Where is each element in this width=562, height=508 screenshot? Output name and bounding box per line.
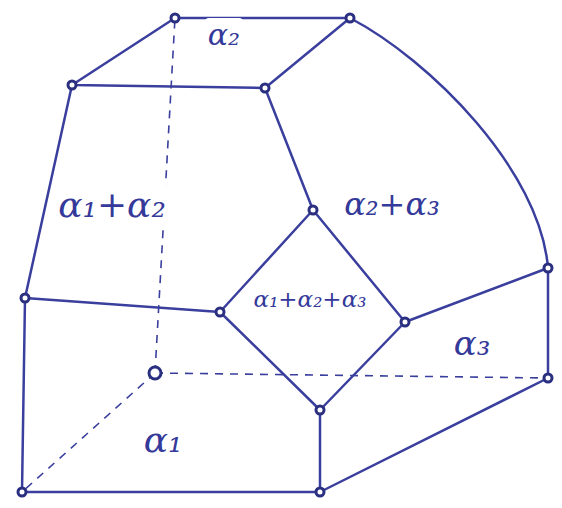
vertex [346, 14, 354, 22]
edge [265, 88, 313, 210]
vertex [544, 264, 552, 272]
hidden-edges [22, 18, 548, 492]
hidden-edge [155, 373, 548, 378]
vertex [216, 308, 224, 316]
hidden-edge [22, 373, 155, 492]
edge [25, 298, 220, 312]
edge [22, 298, 320, 492]
edge [350, 18, 548, 268]
vertex [18, 488, 26, 496]
face-label: α₂+α₃ [341, 187, 443, 222]
vertex [401, 318, 409, 326]
vertex [544, 374, 552, 382]
face-label: α₂ [205, 18, 243, 51]
vertex [68, 81, 76, 89]
vertex [316, 488, 324, 496]
face-label: α₁+α₂+α₃ [251, 287, 370, 312]
face-label: α₁ [141, 420, 186, 460]
vertex [309, 206, 317, 214]
diamond-face [220, 210, 405, 410]
vertex [316, 406, 324, 414]
vertices [18, 14, 552, 496]
vertex [171, 14, 179, 22]
vertex [149, 367, 161, 379]
face-label: α₁+α₂ [55, 185, 169, 225]
face-label: α₃ [451, 325, 494, 362]
vertex [261, 84, 269, 92]
polytope-edges [22, 18, 548, 492]
top-face [72, 18, 350, 88]
vertex [21, 294, 29, 302]
